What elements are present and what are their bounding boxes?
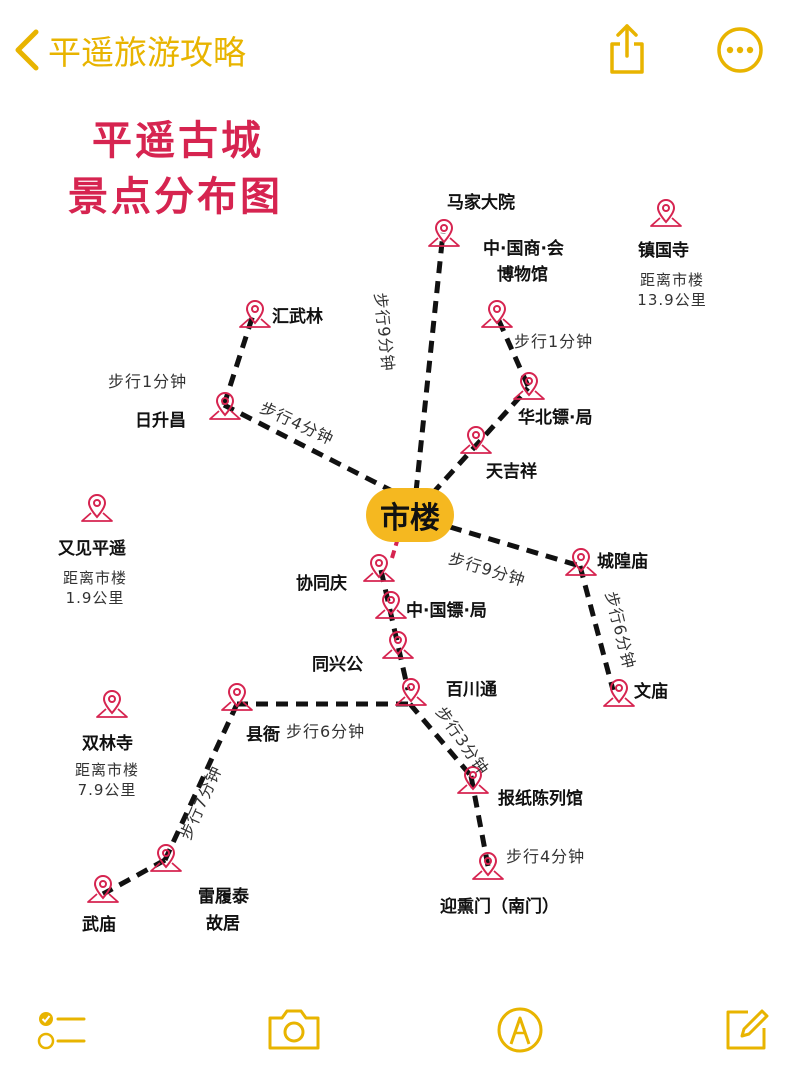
label-zhongguobiao: 中·国镖·局 bbox=[406, 601, 487, 621]
distance-zhenguosi-line2: 13.9公里 bbox=[637, 291, 707, 309]
label-baichuantong: 百川通 bbox=[446, 680, 497, 700]
route-wumiao bbox=[101, 857, 167, 897]
label-chenghuang: 城隍庙 bbox=[597, 552, 648, 572]
label-zhenguosi: 镇国寺 bbox=[638, 241, 689, 261]
route-yingxun bbox=[468, 775, 491, 867]
label-majia: 马家大院 bbox=[447, 193, 515, 213]
label-yingxun: 迎熏门（南门） bbox=[440, 897, 559, 917]
route-baozhi bbox=[408, 702, 473, 778]
walk-to-yingxun: 步行4分钟 bbox=[506, 847, 586, 866]
pin-museum-icon bbox=[481, 300, 513, 328]
label-baozhi: 报纸陈列馆 bbox=[498, 789, 583, 809]
route-huiwulin bbox=[221, 314, 256, 406]
map-title-line2: 景点分布图 bbox=[68, 174, 283, 220]
label-wumiao: 武庙 bbox=[82, 915, 116, 935]
label-wenmiao: 文庙 bbox=[634, 682, 668, 702]
label-huabei: 华北镖·局 bbox=[518, 408, 593, 428]
walk-huiwulin-rishengchang: 步行1分钟 bbox=[108, 372, 188, 391]
pin-huabei-icon bbox=[513, 372, 545, 400]
route-leilutai bbox=[162, 702, 240, 862]
pin-youjian-icon bbox=[81, 494, 113, 522]
more-icon[interactable] bbox=[716, 26, 764, 74]
distance-shuanglinsi-line1: 距离市楼 bbox=[74, 761, 139, 779]
label-xietongqing: 协同庆 bbox=[296, 574, 347, 594]
pin-wenmiao-icon bbox=[603, 679, 635, 707]
distance-youjian-line2: 1.9公里 bbox=[65, 589, 125, 607]
map-title-line1: 平遥古城 bbox=[92, 118, 264, 164]
top-bar: 平遥旅游攻略 bbox=[0, 0, 800, 100]
compose-icon[interactable] bbox=[722, 1006, 770, 1054]
route-majia bbox=[413, 232, 446, 493]
label-xianya: 县衙 bbox=[246, 725, 280, 745]
pin-baichuantong-icon bbox=[395, 678, 427, 706]
pin-shuanglinsi-icon bbox=[96, 690, 128, 718]
center-marker-shilou: 市楼 bbox=[366, 488, 454, 542]
label-rishengchang: 日升昌 bbox=[135, 411, 186, 431]
distance-zhenguosi-line1: 距离市楼 bbox=[639, 271, 704, 289]
camera-icon[interactable] bbox=[266, 1006, 322, 1052]
label-tongxinggong: 同兴公 bbox=[312, 655, 363, 675]
distance-zhenguosi: 距离市楼 13.9公里 bbox=[622, 270, 722, 310]
label-huiwulin: 汇武林 bbox=[272, 307, 323, 327]
pin-huiwulin-icon bbox=[239, 300, 271, 328]
distance-shuanglinsi-line2: 7.9公里 bbox=[77, 781, 137, 799]
share-icon[interactable] bbox=[606, 22, 648, 76]
pin-wumiao-icon bbox=[87, 875, 119, 903]
route-chenghuang bbox=[449, 524, 581, 569]
label-youjian: 又见平遥 bbox=[58, 539, 126, 559]
pin-xianya-icon bbox=[221, 683, 253, 711]
route-huabei bbox=[430, 386, 530, 496]
pin-zhongguobiao-icon bbox=[375, 591, 407, 619]
pin-zhenguosi-icon bbox=[650, 199, 682, 227]
walk-to-xianya: 步行6分钟 bbox=[286, 722, 366, 741]
route-lines bbox=[101, 232, 616, 897]
chevron-left-icon bbox=[15, 29, 39, 71]
walk-museum-huabei: 步行1分钟 bbox=[514, 332, 594, 351]
label-museum-1: 中·国商·会 bbox=[483, 239, 564, 259]
pin-xietongqing-icon bbox=[363, 554, 395, 582]
label-museum-2: 博物馆 bbox=[497, 265, 548, 285]
back-button[interactable]: 平遥旅游攻略 bbox=[12, 24, 272, 76]
distance-shuanglinsi: 距离市楼 7.9公里 bbox=[57, 760, 157, 800]
label-leilutai-1: 雷履泰 bbox=[198, 887, 249, 907]
label-shuanglinsi: 双林寺 bbox=[82, 734, 133, 754]
pin-majia-icon bbox=[428, 219, 460, 247]
markup-pen-icon[interactable] bbox=[496, 1006, 544, 1054]
route-south bbox=[378, 569, 411, 691]
route-wenmiao bbox=[577, 565, 616, 691]
checklist-icon[interactable] bbox=[36, 1008, 88, 1052]
distance-youjian-line1: 距离市楼 bbox=[62, 569, 127, 587]
back-label: 平遥旅游攻略 bbox=[48, 33, 246, 72]
bottom-toolbar bbox=[0, 990, 800, 1069]
route-rishengchang bbox=[222, 402, 396, 495]
label-tianjixiang: 天吉祥 bbox=[486, 462, 537, 482]
label-leilutai-2: 故居 bbox=[206, 914, 240, 934]
distance-youjian: 距离市楼 1.9公里 bbox=[45, 568, 145, 608]
route-museum bbox=[493, 312, 531, 388]
